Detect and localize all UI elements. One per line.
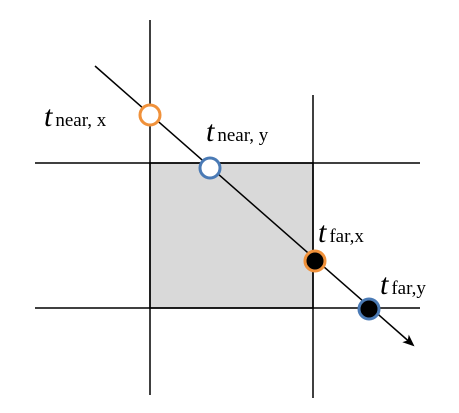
t-far-y-label-sub: far,y xyxy=(391,278,426,299)
t-far-y-label-main: t xyxy=(380,268,389,301)
t-far-x-label-main: t xyxy=(318,216,327,249)
t-near-x-label-main: t xyxy=(44,100,53,133)
bounding-box xyxy=(149,162,314,309)
t-near-x-marker xyxy=(138,103,162,127)
t-near-y-label-sub: near, y xyxy=(217,125,268,146)
t-far-y-marker xyxy=(357,297,381,321)
t-near-x-label-sub: near, x xyxy=(55,110,106,131)
t-far-x-label-sub: far,x xyxy=(329,226,364,247)
t-near-y-label-main: t xyxy=(206,115,215,148)
t-near-y-marker xyxy=(198,156,222,180)
t-far-x-marker xyxy=(303,249,327,273)
